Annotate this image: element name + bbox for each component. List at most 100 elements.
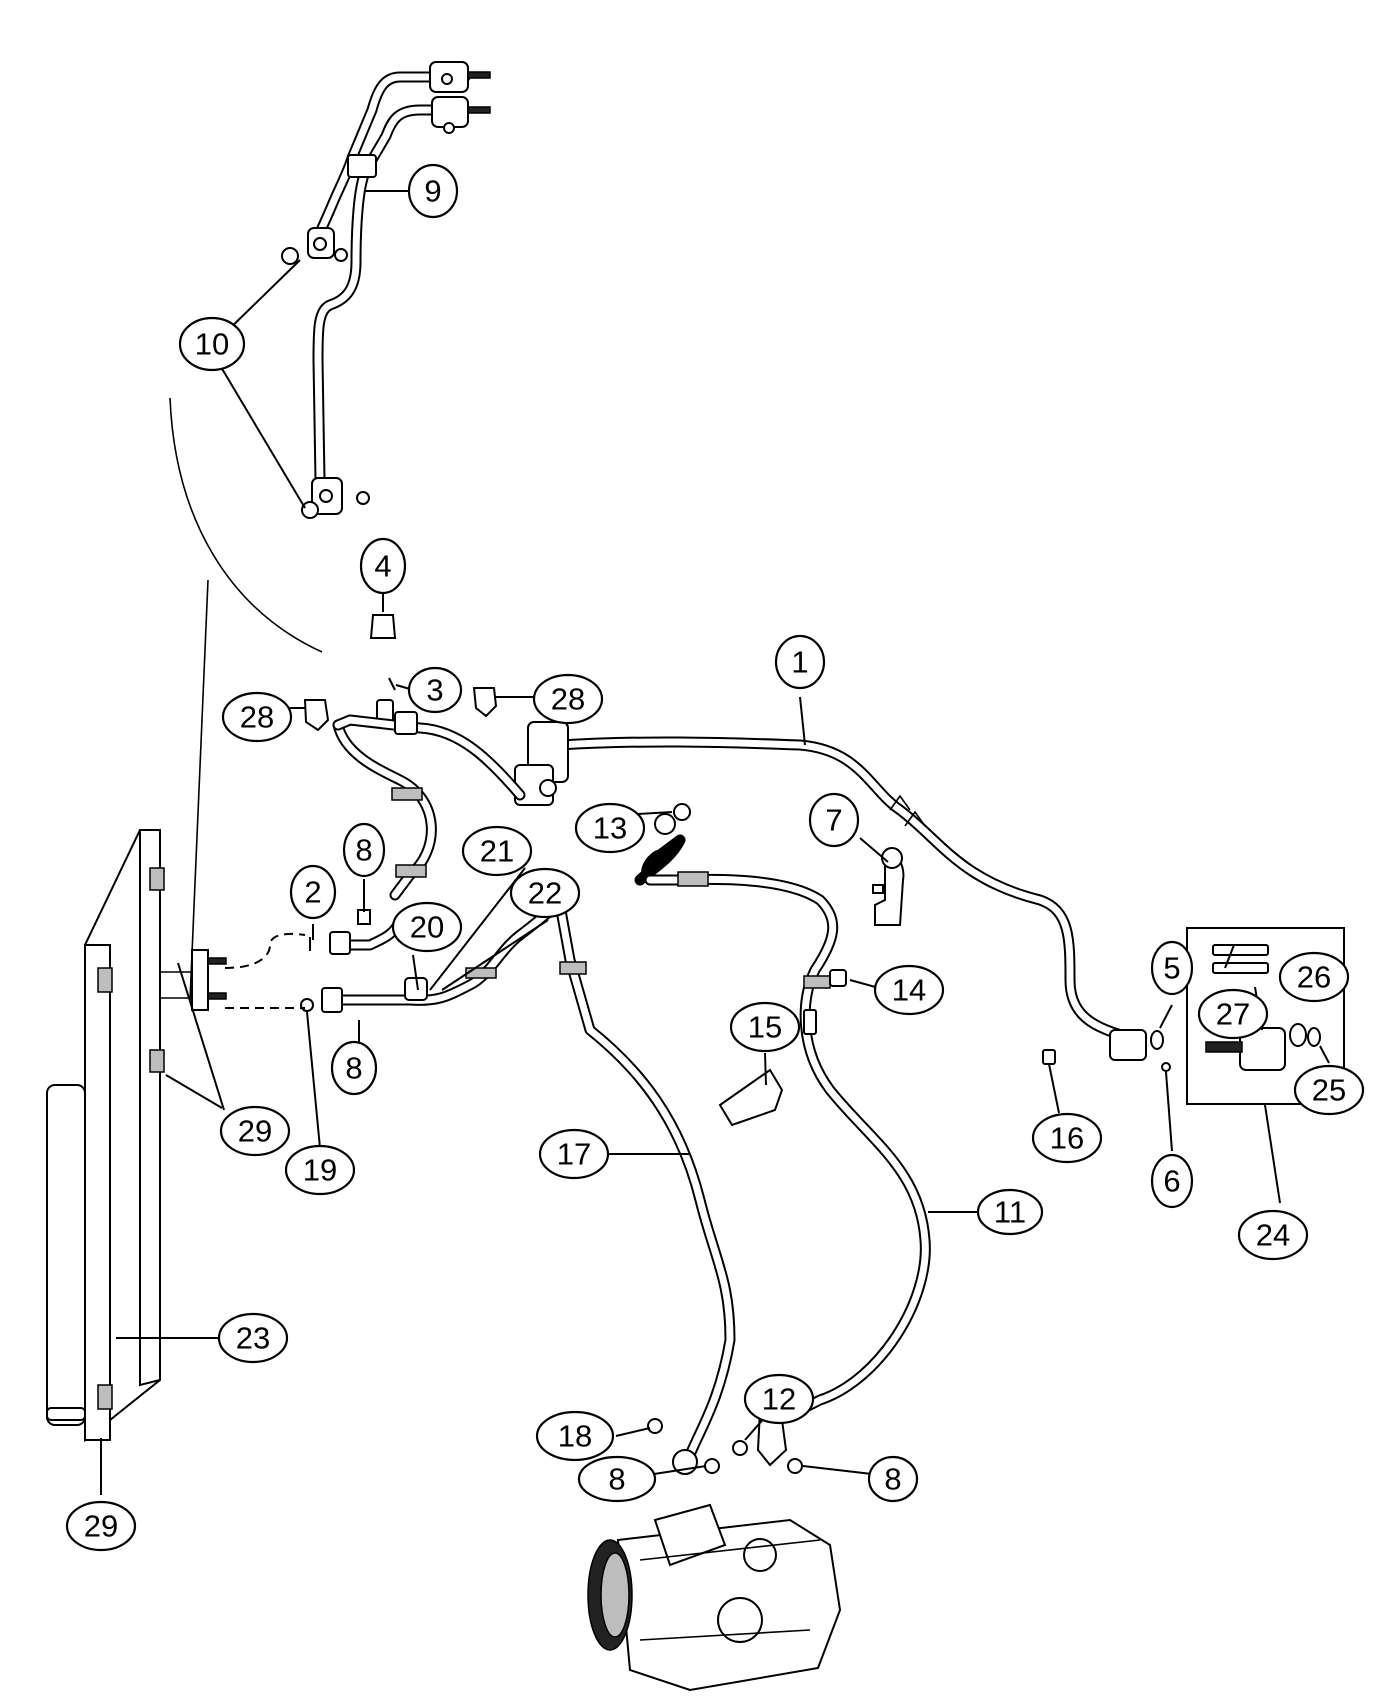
pressure-switch-3: [376, 677, 396, 725]
callout-8d: 8: [867, 1455, 919, 1503]
svg-text:20: 20: [410, 910, 444, 945]
callout-20: 20: [391, 901, 463, 953]
callout-22: 22: [509, 867, 581, 919]
detail-leader-line: [189, 579, 209, 1001]
callout-28b: 28: [532, 673, 604, 725]
svg-text:21: 21: [480, 834, 514, 869]
callout-12: 12: [743, 1373, 815, 1425]
svg-text:18: 18: [558, 1419, 592, 1454]
callout-11: 11: [976, 1188, 1044, 1236]
callout-8a: 8: [342, 822, 386, 878]
svg-text:13: 13: [593, 811, 627, 846]
nut-9b: [356, 491, 370, 505]
line-17: [554, 899, 736, 1475]
callout-16: 16: [1031, 1112, 1103, 1164]
svg-text:1: 1: [791, 645, 808, 680]
leader-lines: [100, 190, 1330, 1495]
callout-28a: 28: [221, 691, 293, 743]
nut-8b: [704, 1458, 720, 1474]
svg-text:12: 12: [762, 1382, 796, 1417]
svg-text:11: 11: [994, 1195, 1026, 1230]
callout-10: 10: [178, 316, 246, 372]
bracket-15: [718, 1068, 784, 1127]
nut-8c: [787, 1458, 803, 1474]
callout-23: 23: [217, 1312, 289, 1364]
callout-18: 18: [535, 1410, 615, 1462]
condenser: [46, 829, 227, 1443]
svg-text:22: 22: [528, 876, 562, 911]
svg-text:23: 23: [236, 1321, 270, 1356]
clip-28a: [303, 699, 330, 732]
svg-text:14: 14: [892, 973, 926, 1008]
o-ring-19: [300, 998, 314, 1012]
svg-text:27: 27: [1216, 997, 1250, 1032]
callout-7: 7: [808, 792, 860, 848]
o-ring-10a: [281, 247, 299, 265]
svg-text:10: 10: [195, 327, 229, 362]
callout-27: 27: [1197, 988, 1269, 1040]
svg-text:25: 25: [1312, 1073, 1346, 1108]
callout-29a: 29: [219, 1105, 291, 1157]
o-ring-18: [647, 1418, 663, 1434]
callout-14: 14: [873, 964, 945, 1016]
svg-text:28: 28: [551, 682, 585, 717]
liquid-line-upper: [307, 61, 491, 515]
callout-29b: 29: [65, 1500, 137, 1552]
svg-text:29: 29: [84, 1509, 118, 1544]
detail-arc: [169, 397, 323, 653]
callout-15: 15: [729, 1001, 801, 1053]
compressor: [587, 1503, 842, 1692]
callout-3: 3: [407, 666, 463, 714]
suction-line-11: [634, 813, 931, 1416]
callout-25: 25: [1293, 1064, 1365, 1116]
svg-text:8: 8: [608, 1462, 625, 1497]
svg-text:8: 8: [345, 1051, 362, 1086]
nut-14: [829, 969, 847, 987]
svg-text:9: 9: [424, 174, 441, 209]
callout-21: 21: [461, 825, 533, 877]
o-ring-10b: [301, 501, 319, 519]
o-ring-6: [1161, 1062, 1171, 1072]
svg-text:8: 8: [884, 1462, 901, 1497]
callout-1: 1: [774, 634, 826, 690]
svg-text:3: 3: [426, 673, 443, 708]
svg-text:29: 29: [238, 1114, 272, 1149]
svg-text:6: 6: [1163, 1164, 1180, 1199]
service-cap-4: [369, 614, 397, 639]
svg-text:15: 15: [748, 1010, 782, 1045]
discharge-line: [514, 721, 1147, 1061]
svg-text:2: 2: [304, 875, 321, 910]
svg-text:5: 5: [1163, 951, 1180, 986]
svg-text:19: 19: [303, 1153, 337, 1188]
callout-19: 19: [284, 1144, 356, 1196]
nut-8a: [357, 909, 371, 925]
svg-text:26: 26: [1297, 960, 1331, 995]
svg-text:8: 8: [355, 833, 372, 868]
callout-9: 9: [407, 163, 459, 219]
callout-8c: 8: [577, 1455, 657, 1503]
callout-13: 13: [574, 802, 646, 854]
bracket-7: [872, 847, 905, 926]
svg-text:17: 17: [557, 1137, 591, 1172]
o-ring-13: [673, 803, 691, 821]
clip-28b: [472, 687, 498, 718]
o-ring-12: [732, 1440, 748, 1456]
callout-26: 26: [1278, 951, 1350, 1003]
svg-text:28: 28: [240, 700, 274, 735]
callout-2: 2: [289, 864, 337, 920]
callout-5: 5: [1150, 940, 1194, 996]
suction-hose-upper: [332, 711, 526, 901]
svg-text:24: 24: [1256, 1218, 1290, 1253]
valve-kit-box-24: [1186, 927, 1345, 1105]
callout-6: 6: [1150, 1153, 1194, 1209]
callout-8b: 8: [330, 1040, 378, 1096]
callout-4: 4: [359, 537, 407, 595]
callout-24: 24: [1237, 1209, 1309, 1261]
nut-16: [1042, 1049, 1056, 1065]
svg-text:7: 7: [825, 803, 842, 838]
svg-text:4: 4: [374, 549, 391, 584]
svg-text:16: 16: [1050, 1121, 1084, 1156]
o-ring-5: [1150, 1030, 1164, 1050]
callout-17: 17: [538, 1128, 610, 1180]
